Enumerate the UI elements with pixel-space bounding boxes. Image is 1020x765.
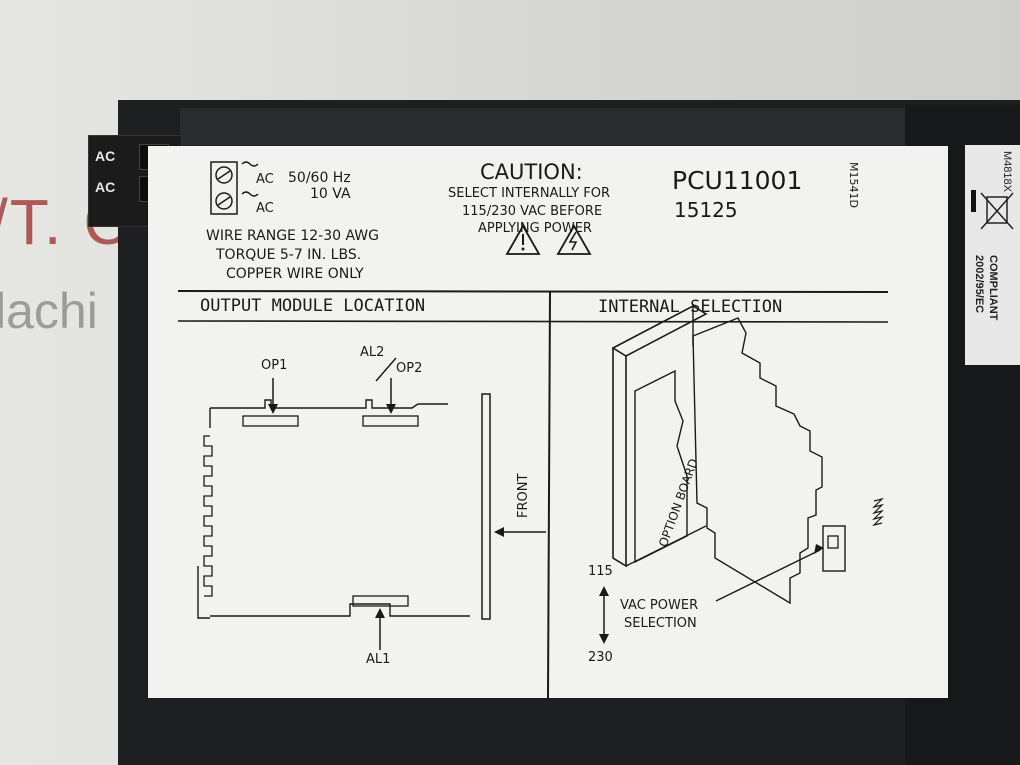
vac-power-label: VAC POWER xyxy=(620,598,699,613)
230-label: 230 xyxy=(588,650,613,665)
terminal-label-2: AC xyxy=(95,179,116,195)
caution-line-3: APPLYING POWER xyxy=(478,221,592,236)
115-label: 115 xyxy=(588,564,613,579)
weee-bin-icon xyxy=(971,190,1014,230)
wall-lettering-machine: lachi xyxy=(0,283,98,339)
terminal-label-1: AC xyxy=(95,148,116,164)
wire-range-text: WIRE RANGE 12-30 AWG xyxy=(206,228,379,244)
caution-title: CAUTION: xyxy=(480,160,583,184)
al1-label: AL1 xyxy=(366,652,391,667)
copper-text: COPPER WIRE ONLY xyxy=(226,266,364,282)
wiring-label: AC 50/60 Hz AC 10 VA WIRE RANGE 12-30 AW… xyxy=(148,146,948,698)
side-code: M1541D xyxy=(847,162,860,208)
al2-label: AL2 xyxy=(360,345,385,360)
sticker-directive: 2002/95/EC xyxy=(973,255,985,314)
caution-line-1: SELECT INTERNALLY FOR xyxy=(448,186,611,201)
ac-label-1: AC xyxy=(256,172,274,187)
output-module-title: OUTPUT MODULE LOCATION xyxy=(200,296,426,316)
va-text: 10 VA xyxy=(310,186,351,202)
ac-label-2: AC xyxy=(256,201,274,216)
frequency-text: 50/60 Hz xyxy=(288,170,351,186)
front-label: FRONT xyxy=(516,473,531,518)
internal-selection-title: INTERNAL SELECTION xyxy=(598,297,783,317)
op2-label: OP2 xyxy=(396,361,423,376)
sticker-compliant: COMPLIANT xyxy=(987,255,999,321)
side-compliance-sticker: M4818X COMPLIANT 2002/95/EC xyxy=(965,145,1020,365)
label-artwork xyxy=(177,161,889,698)
model-number: PCU11001 xyxy=(672,166,803,195)
caution-line-2: 115/230 VAC BEFORE xyxy=(462,204,603,219)
selection-label: SELECTION xyxy=(624,616,697,631)
op1-label: OP1 xyxy=(261,358,288,373)
product-code: 15125 xyxy=(674,198,738,222)
torque-text: TORQUE 5-7 IN. LBS. xyxy=(216,247,362,263)
housing-top-edge xyxy=(180,108,920,150)
